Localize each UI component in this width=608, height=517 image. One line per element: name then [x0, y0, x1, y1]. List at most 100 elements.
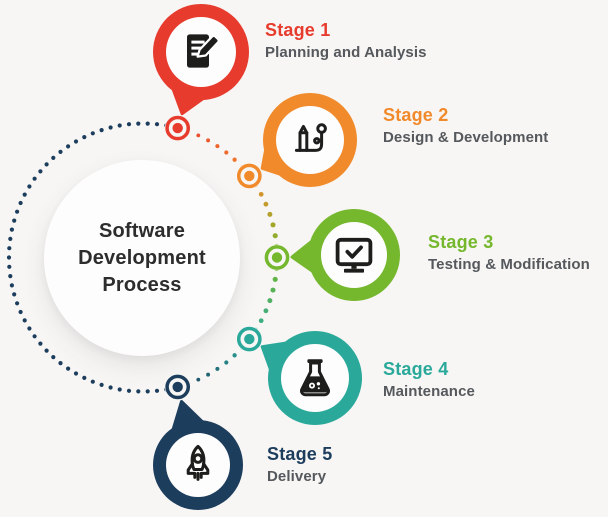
ring-dot	[38, 341, 43, 346]
ring-dot	[117, 123, 122, 128]
stage-5-bubble	[153, 400, 243, 510]
stage-1-subtitle: Planning and Analysis	[265, 44, 427, 61]
ring-dot	[82, 375, 87, 380]
ring-dot	[270, 287, 276, 293]
design-tools-icon	[294, 123, 327, 152]
stage-5-title: Stage 5	[267, 444, 333, 464]
ring-dot	[206, 138, 211, 143]
ring-dot	[196, 133, 201, 138]
ring-dot	[270, 222, 276, 228]
ring-dot	[136, 389, 141, 394]
stage-3-subtitle: Testing & Modification	[428, 256, 590, 273]
stage-3-marker	[264, 244, 290, 271]
ring-dot	[6, 255, 12, 260]
ring-dot	[44, 162, 49, 167]
document-pencil-icon	[187, 34, 220, 68]
stage-1-marker	[164, 115, 191, 142]
ring-dot	[18, 309, 23, 315]
ring-dot	[145, 389, 150, 394]
ring-dot	[32, 334, 37, 339]
stage-2-title: Stage 2	[383, 105, 449, 125]
ring-dot	[224, 150, 229, 155]
ring-dot	[58, 149, 63, 154]
stage-4-bubble	[260, 331, 362, 425]
ring-dot	[58, 361, 63, 366]
ring-dot	[263, 201, 269, 207]
stage-1-bubble	[153, 4, 249, 116]
ring-dot	[263, 308, 269, 314]
stage-2-marker	[236, 162, 263, 189]
stage-4-label: Stage 4 Maintenance	[383, 359, 475, 400]
ring-dot	[9, 283, 14, 288]
ring-dot	[126, 122, 132, 127]
ring-dot	[272, 233, 278, 239]
monitor-check-icon	[335, 237, 373, 273]
ring-dot	[154, 122, 160, 127]
ring-dot	[73, 139, 79, 144]
ring-dot	[232, 157, 237, 162]
ring-dot	[267, 298, 273, 304]
ring-dot	[27, 326, 32, 331]
ring-dot	[99, 128, 104, 133]
ring-dot	[154, 388, 160, 393]
ring-dot	[215, 144, 220, 149]
ring-dot	[12, 218, 17, 223]
ring-dot	[22, 192, 27, 197]
center-circle: Software Development Process	[44, 160, 240, 356]
ring-dot	[82, 135, 87, 140]
flask-icon	[300, 359, 330, 397]
ring-dot	[8, 274, 13, 279]
center-title: Software Development Process	[78, 219, 206, 296]
ring-dot	[126, 388, 132, 393]
ring-dot	[272, 276, 278, 282]
stage-2-bubble	[260, 93, 357, 187]
stage-4-title: Stage 4	[383, 359, 449, 379]
stage-4-subtitle: Maintenance	[383, 383, 475, 400]
ring-dot	[18, 200, 23, 206]
bubble-inner	[166, 433, 230, 497]
ring-dot	[117, 387, 122, 392]
stage-4-marker	[236, 326, 263, 353]
rocket-icon	[186, 444, 210, 481]
ring-dot	[145, 121, 150, 126]
ring-dot	[15, 209, 20, 214]
ring-dot	[196, 377, 201, 382]
ring-dot	[258, 191, 264, 197]
stage-2-subtitle: Design & Development	[383, 129, 549, 146]
ring-dot	[44, 348, 49, 353]
ring-dot	[66, 144, 71, 149]
ring-dot	[15, 301, 20, 306]
ring-dot	[90, 131, 95, 136]
stage-1-title: Stage 1	[265, 20, 331, 40]
ring-dot	[9, 227, 14, 232]
ring-dot	[99, 382, 104, 387]
ring-dot	[51, 155, 56, 160]
ring-dot	[38, 169, 43, 174]
stage-3-bubble	[290, 209, 400, 301]
ring-dot	[7, 246, 12, 251]
ring-dot	[27, 184, 32, 189]
ring-dot	[32, 176, 37, 181]
stage-5-marker	[164, 373, 191, 400]
ring-dot	[7, 264, 12, 269]
ring-dot	[108, 125, 113, 130]
stage-5-subtitle: Delivery	[267, 468, 327, 485]
ring-dot	[90, 379, 95, 384]
ring-dot	[258, 318, 264, 324]
ring-dot	[73, 371, 79, 376]
stage-1-label: Stage 1 Planning and Analysis	[265, 20, 427, 61]
ring-dot	[51, 355, 56, 360]
ring-dot	[108, 385, 113, 390]
ring-dot	[215, 366, 220, 371]
ring-dot	[12, 292, 17, 297]
stage-2-label: Stage 2 Design & Development	[383, 105, 548, 146]
bubble-inner	[276, 106, 344, 174]
ring-dot	[8, 236, 13, 241]
stage-3-label: Stage 3 Testing & Modification	[428, 232, 590, 273]
ring-dot	[232, 353, 237, 358]
ring-dot	[224, 360, 229, 365]
ring-dot	[136, 121, 141, 126]
ring-dot	[267, 211, 273, 217]
